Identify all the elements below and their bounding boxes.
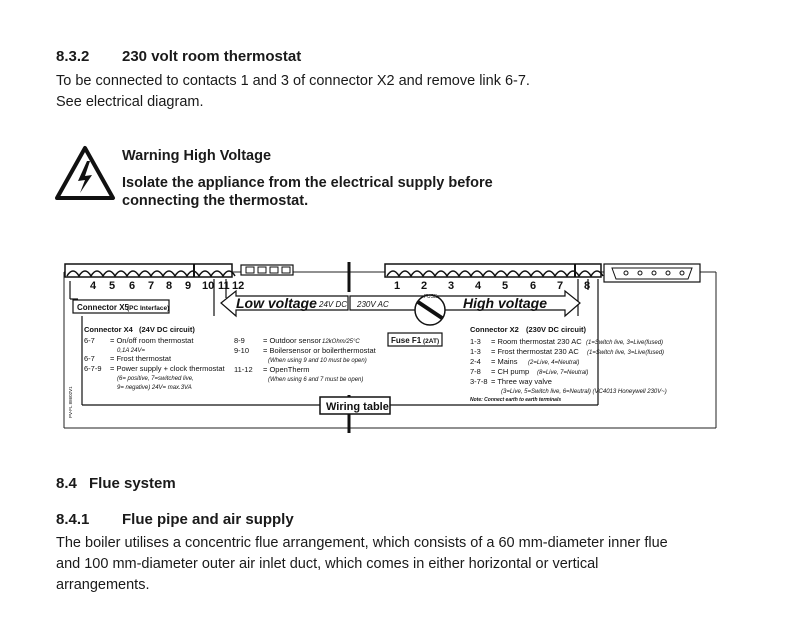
terminal-number: 6 [129,280,135,292]
x2-text: = Mains [491,357,518,366]
wiring-table-label: Wiring table [326,401,389,413]
terminal-number: 5 [109,280,115,292]
warning-title: Warning High Voltage [122,148,272,164]
x2-text: = Three way valve [491,377,552,386]
x4-text: 9= negative) 24V= max.3VA [117,385,192,391]
section-number: 8.4 [56,475,77,492]
side-code: PV-FL 88602V1 [68,386,73,418]
fuse-text: FUSE [424,294,438,300]
section-number: 8.3.2 [56,48,90,65]
terminal-number: 3 [448,280,454,292]
x2-note: (1=Switch live, 3=Live(fused) [586,340,663,346]
x4b-code: 8-9 [234,336,245,345]
terminal-strip-x2 [384,263,604,278]
x4-text: (6= positive, 7=switched live, [117,376,194,382]
terminal-strip-x4 [64,263,236,278]
x4-code: 6-7-9 [84,364,102,373]
terminal-number: 11 [218,280,230,292]
terminal-number: 10 [202,280,214,292]
connector-x5-label: Connector X5 [77,303,130,312]
x4b-text: = Outdoor sensor [263,336,322,345]
connector-x2-subtitle: (230V DC circuit) [526,325,587,334]
x4b-note: 12kOhm/25°C [322,339,360,345]
terminal-number: 6 [530,280,536,292]
section-title: Flue system [89,475,176,492]
high-voltage-label: High voltage [463,295,547,311]
terminal-number: 7 [557,280,563,292]
terminal-number: 12 [232,280,244,292]
x4b-text: = OpenTherm [263,365,309,374]
terminal-number: 7 [148,280,154,292]
fuse-f1-rating: (2AT) [423,338,439,345]
x4-text: 0,1A 24V= [117,348,145,354]
x4b-note: (When using 9 and 10 must be open) [268,358,367,364]
x2-code: 1-3 [470,337,481,346]
warning-text: connecting the thermostat. [122,193,309,209]
x4b-code: 11-12 [234,365,253,374]
terminal-number: 1 [394,280,400,292]
d-sub-connector [603,263,701,283]
terminal-number: 9 [185,280,191,292]
connector-x2-title: Connector X2 [470,325,519,334]
paragraph-line: arrangements. [56,577,150,593]
x4-text: = On/off room thermostat [110,336,194,345]
x4-text: = Power supply + clock thermostat [110,364,226,373]
paragraph-line: and 100 mm-diameter outer air inlet duct… [56,556,599,572]
x2-text: = Room thermostat 230 AC [491,337,582,346]
x2-earth-note: Note: Connect earth to earth terminals [470,397,561,403]
x2-note: (2=Live, 4=Neutral) [528,360,579,366]
x4-code: 6-7 [84,354,95,363]
low-voltage-unit: 24V DC [318,300,347,309]
x2-code: 1-3 [470,347,481,356]
x4-code: 6-7 [84,336,95,345]
high-voltage-warning-icon [55,146,115,200]
high-voltage-arrow [349,289,581,318]
x2-note: (3=Live, 5=Switch live, 6=Neutral) (VC40… [501,389,667,395]
x4b-text: = Boilersensor or boilerthermostat [263,346,377,355]
connector-x5-box [240,264,294,276]
x2-text: = CH pump [491,367,529,376]
x2-note: (1=Switch live, 3=Live(fused) [587,350,664,356]
fuse-symbol: FUSE [414,294,446,326]
terminal-number: 2 [421,280,427,292]
connector-x5-sublabel: (PC Interface) [127,305,169,312]
fuse-f1-label: Fuse F1 [391,336,422,345]
low-voltage-arrow [220,289,349,318]
x2-text: = Frost thermostat 230 AC [491,347,579,356]
section-title: 230 volt room thermostat [122,48,302,65]
x2-note: (8=Live, 7=Neutral) [537,370,588,376]
x2-code: 2-4 [470,357,481,366]
paragraph-line: To be connected to contacts 1 and 3 of c… [56,73,530,89]
x4-text: = Frost thermostat [110,354,172,363]
low-voltage-label: Low voltage [236,295,317,311]
section-number: 8.4.1 [56,511,90,528]
x2-code: 7-8 [470,367,481,376]
x2-code: 3-7-8 [470,377,488,386]
terminal-number: 4 [90,280,97,292]
warning-text: Isolate the appliance from the electrica… [122,175,493,191]
paragraph-line: See electrical diagram. [56,94,204,110]
x4b-note: (When using 6 and 7 must be open) [268,377,363,383]
high-voltage-unit: 230V AC [356,300,389,309]
paragraph-line: The boiler utilises a concentric flue ar… [56,535,668,551]
terminal-number: 8 [584,280,590,292]
terminal-number: 5 [502,280,508,292]
terminal-number: 8 [166,280,172,292]
connector-x4-subtitle: (24V DC circuit) [139,325,195,334]
terminal-number: 4 [475,280,482,292]
x4b-code: 9-10 [234,346,249,355]
section-title: Flue pipe and air supply [122,511,294,528]
connector-x4-title: Connector X4 [84,325,134,334]
